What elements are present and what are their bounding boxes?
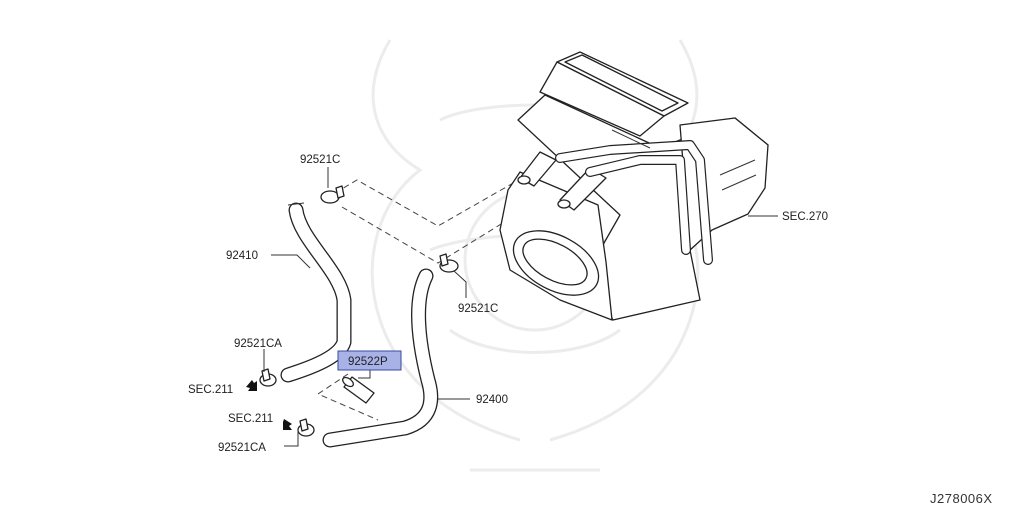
label-92410[interactable]: 92410 (226, 250, 258, 262)
heater-unit (499, 51, 769, 321)
connector-92522p (342, 376, 375, 404)
diagram-code: J278006X (930, 491, 993, 506)
leader-lines (263, 167, 778, 447)
label-sec-211-upper[interactable]: SEC.211 (188, 384, 233, 396)
hose-92400 (322, 268, 439, 448)
clamp-lower-2 (297, 418, 315, 437)
sec-211-lower-arrow (283, 419, 292, 430)
label-92521c-lower[interactable]: 92521C (458, 303, 498, 315)
label-sec-270[interactable]: SEC.270 (782, 211, 828, 223)
label-92521c-upper[interactable]: 92521C (300, 154, 340, 166)
selected-part-highlight (337, 350, 402, 371)
label-92521ca-upper[interactable]: 92521CA (234, 338, 282, 350)
label-92521ca-lower[interactable]: 92521CA (218, 442, 266, 454)
clamp-upper-1 (320, 185, 345, 204)
clamp-lower-1 (259, 368, 277, 387)
hose-92410 (280, 202, 352, 383)
clamp-upper-2 (439, 253, 459, 273)
sec-211-upper-arrow (246, 380, 257, 391)
label-92522p[interactable]: 92522P (348, 356, 388, 368)
label-sec-211-lower[interactable]: SEC.211 (228, 413, 273, 425)
label-92400[interactable]: 92400 (476, 394, 508, 406)
